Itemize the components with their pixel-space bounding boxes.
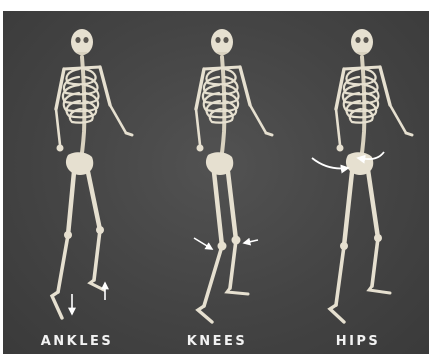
skeleton-knees — [194, 29, 272, 322]
skeleton-hips — [312, 29, 412, 322]
caption-hips: HIPS — [303, 334, 413, 349]
caption-ankles: ANKLES — [22, 334, 132, 349]
caption-knees: KNEES — [162, 334, 272, 349]
skeleton-ankles — [52, 29, 132, 318]
